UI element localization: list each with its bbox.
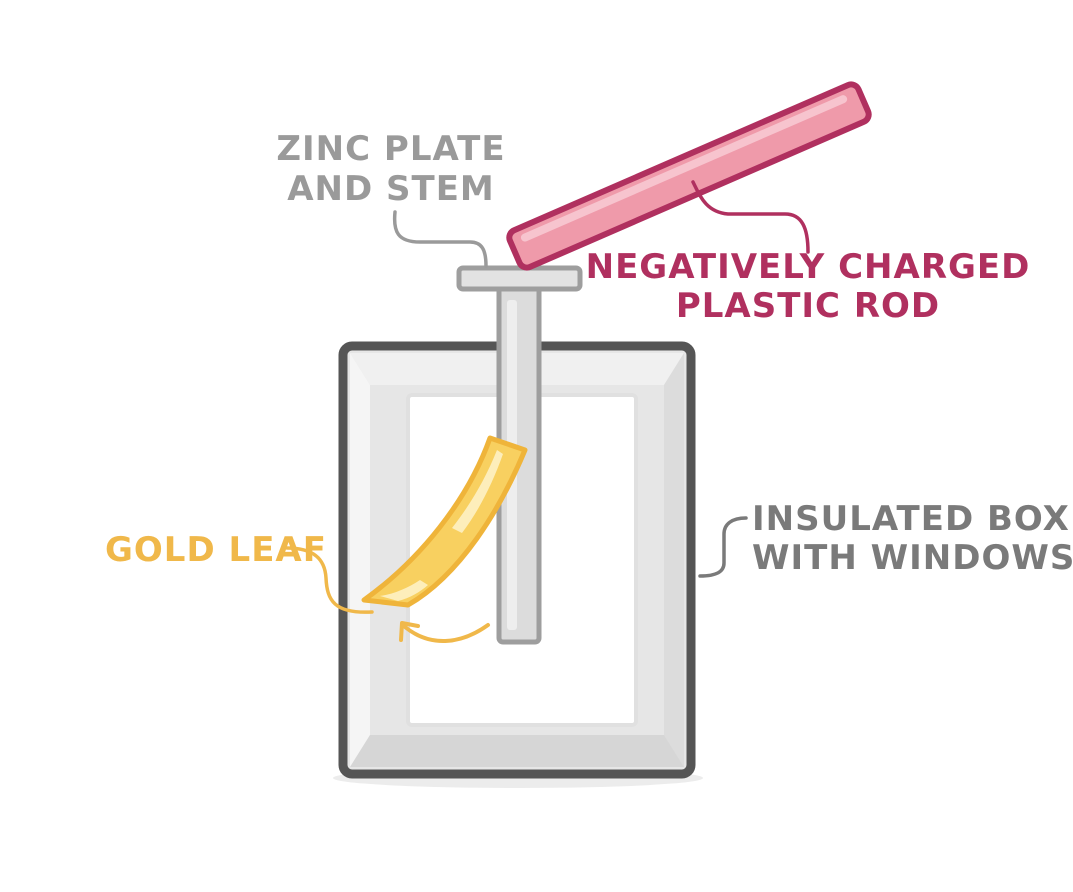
box-leader-line xyxy=(698,516,748,578)
zinc-label-line1: ZINC PLATE xyxy=(276,129,505,169)
plastic-rod xyxy=(506,81,872,271)
box-label-line1: INSULATED BOX xyxy=(752,499,1070,539)
rod-leader-line xyxy=(691,180,810,254)
zinc-plate xyxy=(456,265,583,292)
deflection-arrowhead xyxy=(399,621,420,642)
gold-leaf-label: GOLD LEAF xyxy=(105,530,327,570)
rod-label-line1: NEGATIVELY CHARGED xyxy=(586,247,1031,287)
deflection-arrow xyxy=(403,623,490,643)
zinc-leader-line xyxy=(392,210,488,268)
zinc-label-line2: AND STEM xyxy=(287,169,495,209)
gold-leaf xyxy=(361,435,528,608)
rod-label-line2: PLASTIC ROD xyxy=(676,286,940,326)
box-label-line2: WITH WINDOWS xyxy=(752,538,1073,578)
gold-leader-line xyxy=(285,546,374,614)
